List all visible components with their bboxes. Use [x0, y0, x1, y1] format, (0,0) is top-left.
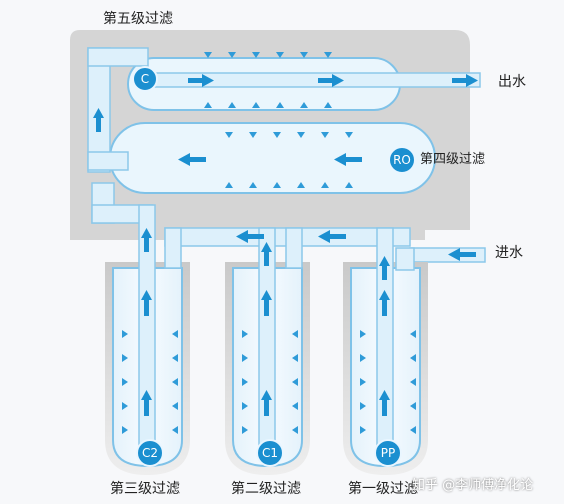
stage5-label: 第五级过滤: [103, 11, 173, 27]
stage4-label: 第四级过滤: [420, 152, 486, 167]
cartridge-ro-tube: [109, 122, 436, 194]
cartridge-c1-badge: C1: [256, 439, 284, 467]
stage3-label: 第三级过滤: [110, 481, 180, 497]
cartridge-c2-badge: C2: [136, 439, 164, 467]
stage2-label: 第二级过滤: [231, 481, 301, 497]
cartridge-pp-badge: PP: [374, 439, 402, 467]
outlet-label: 出水: [498, 74, 526, 90]
inward-arrows: [122, 330, 416, 434]
flow-arrows: [93, 74, 478, 416]
watermark: 知乎 @李师傅净化论: [412, 478, 534, 493]
stage1-label: 第一级过滤: [348, 481, 418, 497]
inlet-label: 进水: [495, 245, 523, 261]
cartridge-c-badge: C: [132, 66, 158, 92]
small-arrows: [204, 52, 353, 188]
cartridge-ro-badge: RO: [388, 146, 416, 174]
